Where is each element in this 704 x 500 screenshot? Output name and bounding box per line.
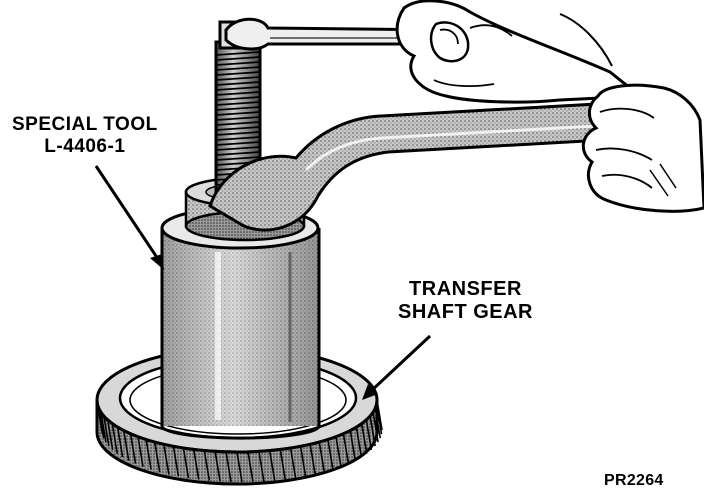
screw-thread	[215, 71, 261, 76]
gear-tooth	[116, 427, 124, 458]
tool-leader-line	[94, 165, 162, 263]
leader-arrows	[94, 165, 432, 400]
gear-tooth	[365, 419, 373, 451]
gear-tooth	[153, 441, 161, 473]
gear-tooth	[225, 451, 232, 482]
gear-tooth	[247, 451, 254, 482]
gear-tooth	[299, 446, 307, 477]
transfer-shaft-gear-label: TRANSFER SHAFT GEAR	[398, 278, 533, 324]
gear-tooth	[327, 439, 334, 470]
gear-tooth	[137, 436, 144, 467]
gear-tooth	[289, 447, 297, 479]
gear-tooth	[369, 415, 376, 447]
screw-thread	[215, 66, 261, 71]
gear-tooth	[309, 444, 316, 475]
screw-thread	[215, 56, 261, 61]
gear-tooth	[192, 449, 200, 480]
screw-thread	[215, 136, 261, 141]
gear-tooth	[375, 403, 383, 435]
gear-tooth	[103, 415, 110, 447]
gear-tooth	[355, 427, 363, 458]
transfer-gear-label-line1: TRANSFER	[409, 278, 522, 300]
screw-thread	[215, 86, 261, 91]
gear-tooth	[349, 430, 357, 461]
screw-thread	[215, 131, 261, 136]
lower-hand	[581, 83, 704, 213]
upper-hand	[395, 0, 645, 104]
gear-tooth	[106, 419, 114, 451]
screw-thread	[215, 156, 261, 161]
gear-tooth	[318, 441, 326, 473]
gear-tooth	[372, 412, 379, 443]
gear-tooth	[279, 449, 287, 480]
gear-tooth	[342, 433, 350, 464]
screw-thread	[215, 81, 261, 86]
gear-tooth	[97, 408, 105, 439]
screw-thread	[215, 126, 261, 131]
screw-thread	[215, 76, 261, 81]
gear-tooth	[214, 451, 221, 482]
screw-thread	[215, 61, 261, 66]
gear-tooth	[360, 423, 368, 454]
gear-tooth	[111, 423, 119, 454]
gear-tooth	[172, 446, 180, 477]
special-tool-cylinder	[160, 206, 321, 440]
gear-tooth	[203, 450, 211, 481]
gear-tooth	[145, 439, 152, 470]
special-tool-label-line2: L-4406-1	[44, 135, 126, 157]
gear-leader-line	[368, 334, 432, 394]
screw-thread	[215, 96, 261, 101]
screw-thread	[215, 51, 261, 56]
gear-tooth	[122, 430, 130, 461]
gear-tooth	[374, 408, 382, 439]
open-end-wrench	[208, 102, 606, 232]
screw-thread	[215, 151, 261, 156]
gear-tooth	[182, 447, 190, 479]
transfer-gear-label-line2: SHAFT GEAR	[398, 301, 533, 323]
screw-thread	[215, 106, 261, 111]
special-tool-label-line1: SPECIAL TOOL	[12, 114, 158, 135]
gear-tooth	[163, 444, 170, 475]
gear-tooth	[258, 451, 265, 482]
screw-thread	[215, 91, 261, 96]
tool-arrowhead	[150, 254, 164, 270]
special-tool-label: SPECIAL TOOL L-4406-1	[12, 114, 158, 158]
screw-thread	[215, 121, 261, 126]
screw-thread	[215, 146, 261, 151]
gear-tooth	[100, 412, 107, 443]
figure-code: PR2264	[604, 472, 664, 489]
gear-tooth	[268, 450, 276, 481]
gear-tooth	[129, 433, 137, 464]
gear-arrowhead	[362, 384, 378, 400]
gear-tooth	[335, 436, 342, 467]
gear-tooth	[376, 399, 383, 431]
screw-thread	[215, 116, 261, 121]
screw-thread	[215, 101, 261, 106]
gear-tooth	[236, 451, 243, 483]
screw-thread	[215, 111, 261, 116]
screw-thread	[215, 141, 261, 146]
